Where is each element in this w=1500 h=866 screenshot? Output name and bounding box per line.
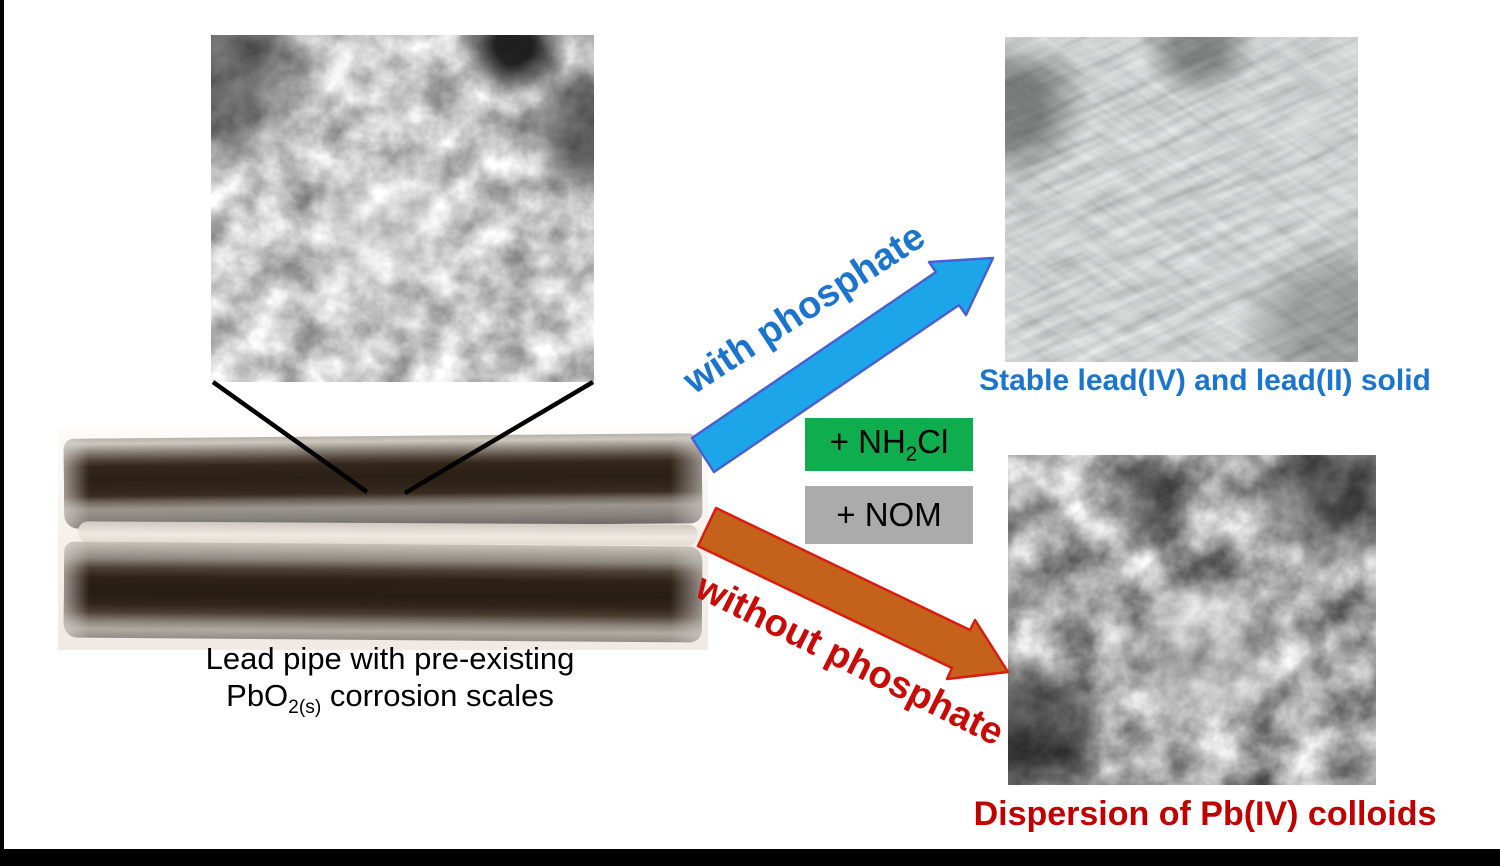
lead-pipe-caption-line1: Lead pipe with pre-existing bbox=[205, 641, 575, 676]
stable-solid-caption: Stable lead(IV) and lead(II) solid bbox=[979, 364, 1431, 397]
nom-label: + NOM bbox=[836, 496, 942, 533]
bottom-border-bar bbox=[0, 849, 1500, 866]
sem-image-corrosion-scales bbox=[211, 35, 594, 382]
lead-pipe-caption-line2: PbO2(s) corrosion scales bbox=[226, 678, 554, 719]
sem-image-stable-solid bbox=[1005, 37, 1358, 362]
lead-pipe-caption: Lead pipe with pre-existing PbO2(s) corr… bbox=[110, 640, 670, 726]
lead-pipe-top-half bbox=[63, 433, 703, 529]
sem-texture bbox=[1005, 37, 1358, 362]
lead-pipe-bottom-half bbox=[63, 541, 703, 643]
with-phosphate-label: with phosphate bbox=[676, 215, 933, 403]
without-phosphate-label: without phosphate bbox=[689, 566, 1011, 755]
sem-shading-overlay bbox=[1008, 455, 1376, 785]
nh2cl-label: + NH2Cl bbox=[829, 422, 949, 466]
sem-image-pbiv-colloids bbox=[1008, 455, 1376, 785]
sem-shading-overlay bbox=[1005, 37, 1358, 362]
nom-box: + NOM bbox=[805, 486, 973, 544]
nh2cl-box: + NH2Cl bbox=[805, 418, 973, 471]
colloids-caption: Dispersion of Pb(IV) colloids bbox=[973, 795, 1437, 833]
left-border-bar bbox=[0, 0, 4, 866]
sem-shading-overlay bbox=[211, 35, 594, 382]
lead-pipe-photo bbox=[58, 428, 708, 650]
